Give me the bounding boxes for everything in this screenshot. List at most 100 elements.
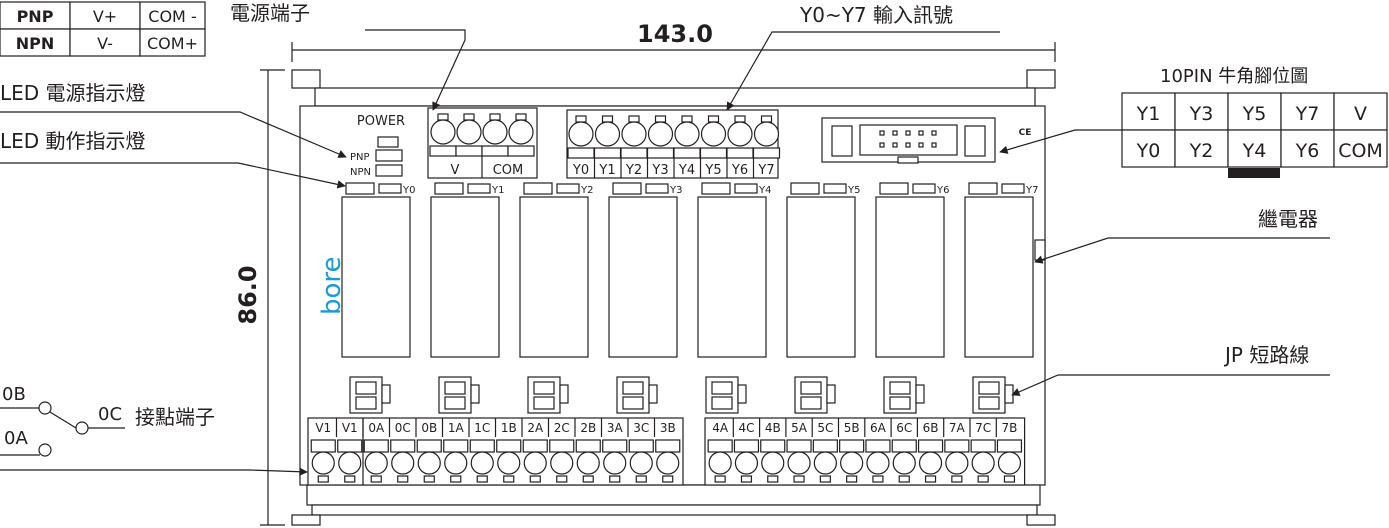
terminal-lever <box>337 439 363 453</box>
screw-circle <box>997 451 1022 475</box>
input-label: Y1 <box>598 163 615 178</box>
terminal-tab <box>437 113 449 121</box>
terminal-lever <box>707 439 733 453</box>
action-led <box>523 182 553 195</box>
terminal-tab <box>397 475 409 483</box>
bore-logo: bore <box>317 256 347 315</box>
relay <box>786 196 856 358</box>
contact-terminal-label: 4C <box>738 421 754 435</box>
mode-table-text: COM - <box>148 7 196 26</box>
callout-input-signal: Y0~Y7 輸入訊號 <box>799 3 953 27</box>
callout-line <box>365 29 466 111</box>
npn-switch <box>375 164 403 177</box>
terminal-tab <box>714 475 726 483</box>
terminal-lever <box>891 439 917 453</box>
screw-circle <box>945 451 969 475</box>
screw-circle <box>892 451 916 475</box>
pin-table-cell <box>1121 129 1176 168</box>
callout-line <box>1011 374 1330 396</box>
contact-terminal-label: 6C <box>896 421 912 435</box>
terminal-tab <box>556 475 568 483</box>
height-dimension-label: 86.0 <box>234 265 262 324</box>
relay <box>519 196 589 358</box>
header-latch <box>964 125 986 157</box>
callout-pin-header: 10PIN 牛角腳位圖 <box>1160 66 1308 87</box>
screw-circle <box>576 451 600 475</box>
mount-tab <box>1026 514 1056 526</box>
terminal-tab <box>370 475 382 483</box>
terminal-lever <box>416 439 442 453</box>
terminal-tab <box>529 475 541 483</box>
callout-line <box>0 111 347 158</box>
pin-table-cell <box>1333 92 1388 131</box>
mode-table-text: NPN <box>16 34 55 53</box>
contact-terminal-label: 2B <box>580 421 596 435</box>
contact-terminal-label: 3C <box>633 421 649 435</box>
callout-jumper: JP 短路線 <box>1223 343 1309 367</box>
terminal-tab <box>707 115 720 123</box>
contact-terminal-label: 7B <box>1002 421 1018 435</box>
terminal-lever <box>865 439 891 453</box>
terminal-tab <box>1003 475 1016 483</box>
terminal-tab <box>898 475 910 483</box>
contact-terminal-label: 5C <box>817 421 833 435</box>
terminal-lever <box>507 145 535 157</box>
contact-terminal-label: 6A <box>870 421 887 435</box>
contact-terminal-label: 7A <box>949 421 966 435</box>
terminal-tab <box>575 115 587 123</box>
led-label-box <box>467 183 491 194</box>
input-label: Y6 <box>731 163 748 178</box>
jumper-tab <box>1004 384 1014 404</box>
mode-table-text: V- <box>97 34 113 53</box>
power-led <box>377 136 399 148</box>
terminal-lever <box>575 439 601 453</box>
contact-terminal-label: 2C <box>554 421 570 435</box>
terminal-tab <box>872 475 884 483</box>
terminal-lever <box>602 439 628 453</box>
header-pin <box>879 142 885 148</box>
power-terminal-label: V <box>451 163 460 178</box>
contact-terminal-label: 4B <box>765 421 781 435</box>
callout-line <box>1034 237 1330 264</box>
screw-circle <box>568 121 594 147</box>
action-led <box>434 182 464 195</box>
input-label: Y7 <box>757 163 774 178</box>
pnp-label: PNP <box>350 152 370 163</box>
jumper-slot <box>533 381 555 395</box>
screw-circle <box>918 451 943 475</box>
jumper-slot <box>355 381 377 395</box>
input-label: Y0 <box>572 163 589 178</box>
jumper-tab <box>470 384 480 404</box>
pin-table-text: Y2 <box>1189 140 1214 162</box>
terminal-tab <box>760 115 773 123</box>
contact-terminal-label: 3A <box>607 421 624 435</box>
screw-circle <box>787 451 811 475</box>
screw-circle <box>813 451 837 475</box>
relay <box>430 196 500 358</box>
contact-node <box>38 401 52 415</box>
terminal-lever <box>567 147 595 159</box>
mode-table-text: COM+ <box>147 34 198 53</box>
input-label: Y2 <box>625 163 642 178</box>
terminal-lever <box>726 147 754 159</box>
jumper-slot <box>533 396 555 410</box>
terminal-tab <box>846 475 858 483</box>
jumper-slot <box>622 381 644 395</box>
contact-terminal-label: 4A <box>712 421 729 435</box>
terminal-tab <box>344 475 356 483</box>
screw-circle <box>761 451 785 475</box>
jumper-tab <box>915 384 925 404</box>
terminal-tab <box>819 475 831 483</box>
callout-line <box>999 129 1122 154</box>
terminal-tab <box>767 475 779 483</box>
header-pin <box>918 130 924 136</box>
header-pin <box>931 130 937 136</box>
screw-circle <box>734 451 759 475</box>
action-led <box>790 182 820 195</box>
action-led <box>879 182 909 195</box>
led-label: Y6 <box>936 185 949 196</box>
screw-circle <box>497 451 521 475</box>
screw-circle <box>364 451 388 475</box>
contact-node <box>38 443 52 457</box>
terminal-lever <box>752 147 781 159</box>
